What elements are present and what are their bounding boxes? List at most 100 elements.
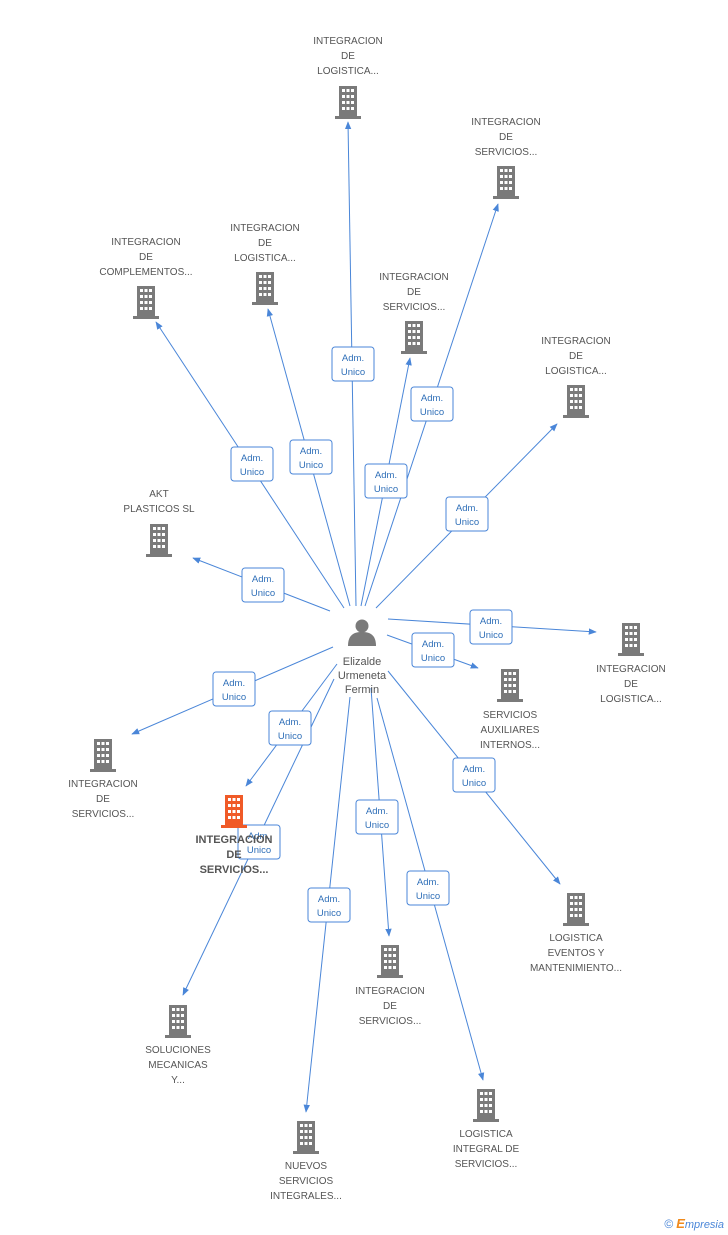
company-label-line: INTEGRALES... bbox=[270, 1191, 342, 1202]
company-node-n6[interactable]: INTEGRACIONDELOGISTICA... bbox=[541, 336, 611, 418]
role-badge-n1[interactable]: Adm.Unico bbox=[331, 346, 375, 382]
role-badge-n13[interactable]: Adm. Unico bbox=[355, 799, 399, 835]
role-badge-n15[interactable]: Adm.Unico bbox=[406, 870, 450, 906]
role-badge-n4[interactable]: Adm. Unico bbox=[289, 439, 333, 475]
building-icon bbox=[165, 1005, 191, 1038]
badge-role-text: Unico bbox=[420, 407, 444, 418]
person-name-line: Elizalde bbox=[343, 656, 382, 668]
company-node-n11[interactable]: INTEGRACIONDESERVICIOS... bbox=[196, 795, 273, 876]
company-label-line: EVENTOS Y bbox=[548, 948, 605, 959]
building-icon bbox=[377, 945, 403, 978]
company-node-n16[interactable]: NUEVOSSERVICIOSINTEGRALES... bbox=[270, 1121, 342, 1202]
building-icon bbox=[221, 795, 247, 828]
badge-role-text: Adm. bbox=[279, 717, 301, 728]
company-label-line: SERVICIOS... bbox=[359, 1016, 422, 1027]
company-node-n1[interactable]: INTEGRACIONDELOGISTICA... bbox=[313, 36, 383, 119]
role-badge-n10[interactable]: Adm.Unico bbox=[212, 671, 256, 707]
company-label-line: Y... bbox=[171, 1075, 185, 1086]
badges-layer: Adm.UnicoAdm.UnicoAdm.UnicoAdm.UnicoAdm.… bbox=[212, 346, 513, 923]
company-label-line: DE bbox=[499, 132, 513, 143]
role-badge-n9[interactable]: Adm.Unico bbox=[411, 632, 455, 668]
company-node-n2[interactable]: INTEGRACIONDESERVICIOS... bbox=[471, 117, 541, 199]
badge-role-text: Adm. bbox=[300, 446, 322, 457]
company-label-line: SERVICIOS bbox=[483, 710, 538, 721]
badge-box bbox=[241, 567, 285, 603]
badge-role-text: Unico bbox=[299, 460, 323, 471]
building-icon bbox=[563, 893, 589, 926]
badge-box bbox=[406, 870, 450, 906]
footer-brand: © Empresia bbox=[664, 1216, 724, 1231]
role-badge-n3[interactable]: Adm.Unico bbox=[230, 446, 274, 482]
company-node-n12[interactable]: LOGISTICA EVENTOS Y MANTENIMIENTO... bbox=[530, 893, 622, 974]
role-badge-n5[interactable]: Adm.Unico bbox=[364, 463, 408, 499]
badge-box bbox=[289, 439, 333, 475]
company-node-n10[interactable]: INTEGRACIONDESERVICIOS... bbox=[68, 739, 138, 820]
badge-box bbox=[212, 671, 256, 707]
company-label-line: COMPLEMENTOS... bbox=[99, 267, 192, 278]
badge-role-text: Unico bbox=[462, 778, 486, 789]
badge-role-text: Adm. bbox=[417, 877, 439, 888]
badge-role-text: Unico bbox=[222, 692, 246, 703]
company-label-line: INTEGRACION bbox=[68, 779, 137, 790]
company-label-line: SERVICIOS... bbox=[383, 302, 446, 313]
badge-box bbox=[331, 346, 375, 382]
role-badge-n6[interactable]: Adm.Unico bbox=[445, 496, 489, 532]
role-badge-n14[interactable]: Adm. Unico bbox=[237, 824, 281, 860]
company-node-n5[interactable]: INTEGRACIONDESERVICIOS... bbox=[379, 272, 449, 354]
company-label-line: SERVICIOS... bbox=[72, 809, 135, 820]
badge-role-text: Unico bbox=[247, 845, 271, 856]
badge-role-text: Adm. bbox=[366, 806, 388, 817]
badge-role-text: Adm. bbox=[342, 353, 364, 364]
badge-box bbox=[230, 446, 274, 482]
badge-box bbox=[364, 463, 408, 499]
building-icon bbox=[493, 166, 519, 199]
role-badge-n12[interactable]: Adm.Unico bbox=[452, 757, 496, 793]
role-badge-n16[interactable]: Adm. Unico bbox=[307, 887, 351, 923]
role-badge-n2[interactable]: Adm.Unico bbox=[410, 386, 454, 422]
badge-box bbox=[355, 799, 399, 835]
badge-role-text: Unico bbox=[374, 484, 398, 495]
badge-role-text: Unico bbox=[278, 731, 302, 742]
badge-role-text: Unico bbox=[317, 908, 341, 919]
company-node-n3[interactable]: INTEGRACIONDECOMPLEMENTOS... bbox=[99, 237, 193, 319]
badge-box bbox=[237, 824, 281, 860]
building-icon bbox=[563, 385, 589, 418]
badge-role-text: Adm. bbox=[248, 831, 270, 842]
company-node-n14[interactable]: SOLUCIONESMECANICASY... bbox=[145, 1005, 211, 1086]
company-label-line: DE bbox=[226, 849, 241, 861]
role-badge-n8[interactable]: Adm.Unico bbox=[469, 609, 513, 645]
badge-role-text: Unico bbox=[240, 467, 264, 478]
person-icon bbox=[348, 619, 376, 646]
badge-role-text: Adm. bbox=[318, 894, 340, 905]
company-label-line: DE bbox=[383, 1001, 397, 1012]
badge-role-text: Unico bbox=[365, 820, 389, 831]
building-icon bbox=[335, 86, 361, 119]
badge-box bbox=[452, 757, 496, 793]
company-label-line: MANTENIMIENTO... bbox=[530, 963, 622, 974]
badge-role-text: Adm. bbox=[456, 503, 478, 514]
company-label-line: DE bbox=[258, 238, 272, 249]
badge-role-text: Unico bbox=[479, 630, 503, 641]
company-node-n9[interactable]: SERVICIOSAUXILIARESINTERNOS... bbox=[480, 669, 540, 751]
badge-box bbox=[410, 386, 454, 422]
company-label-line: INTEGRACION bbox=[379, 272, 448, 283]
company-node-n4[interactable]: INTEGRACIONDELOGISTICA... bbox=[230, 223, 300, 305]
copyright-icon: © bbox=[664, 1216, 674, 1231]
badge-box bbox=[469, 609, 513, 645]
building-icon bbox=[618, 623, 644, 656]
company-node-n13[interactable]: INTEGRACIONDESERVICIOS... bbox=[355, 945, 425, 1027]
company-label-line: AUXILIARES bbox=[481, 725, 540, 736]
company-node-n8[interactable]: INTEGRACIONDELOGISTICA... bbox=[596, 623, 666, 705]
company-label-line: DE bbox=[569, 351, 583, 362]
badge-box bbox=[445, 496, 489, 532]
company-label-line: SOLUCIONES bbox=[145, 1045, 211, 1056]
edges-layer bbox=[131, 121, 597, 1113]
building-icon bbox=[90, 739, 116, 772]
role-badge-n11[interactable]: Adm. Unico bbox=[268, 710, 312, 746]
role-badge-n7[interactable]: Adm.Unico bbox=[241, 567, 285, 603]
company-label-line: LOGISTICA bbox=[549, 933, 603, 944]
company-label-line: SERVICIOS... bbox=[475, 147, 538, 158]
